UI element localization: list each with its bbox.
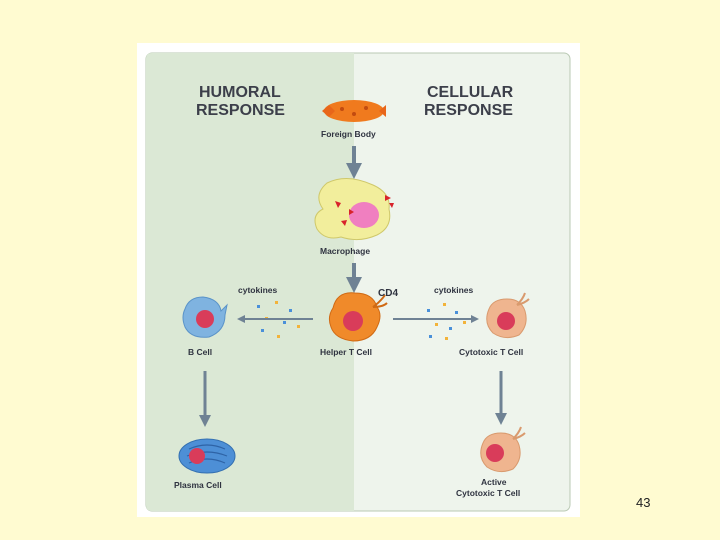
cytotoxic-t-cell-icon <box>486 292 530 339</box>
cellular-header-line1: CELLULAR <box>427 84 514 101</box>
helper-t-cell-icon <box>328 292 388 342</box>
cellular-header-line2: RESPONSE <box>424 102 513 119</box>
macrophage-icon <box>314 178 394 241</box>
humoral-header-line2: RESPONSE <box>196 102 285 119</box>
cytokines-right-label: cytokines <box>434 285 473 295</box>
humoral-panel <box>146 53 354 511</box>
macrophage-label: Macrophage <box>320 246 370 256</box>
plasma-cell-icon <box>178 438 236 474</box>
active-cytotoxic-label-line1: Active <box>481 477 507 487</box>
foreign-body-icon <box>322 100 386 122</box>
page-number: 43 <box>636 495 651 510</box>
b-cell-icon <box>182 296 228 338</box>
cytokines-right-dots <box>427 303 466 340</box>
plasma-cell-label: Plasma Cell <box>174 480 222 490</box>
humoral-header-line1: HUMORAL <box>199 84 281 101</box>
immune-response-diagram: HUMORAL RESPONSE CELLULAR RESPONSE Forei… <box>145 52 571 512</box>
cd4-label: CD4 <box>378 288 398 299</box>
immune-response-figure: HUMORAL RESPONSE CELLULAR RESPONSE Forei… <box>137 43 580 517</box>
cytotoxic-t-cell-label: Cytotoxic T Cell <box>459 347 523 357</box>
cytokines-left-label: cytokines <box>238 285 277 295</box>
foreign-body-label: Foreign Body <box>321 129 376 139</box>
helper-t-cell-label: Helper T Cell <box>320 347 372 357</box>
b-cell-label: B Cell <box>188 347 212 357</box>
active-cytotoxic-label-line2: Cytotoxic T Cell <box>456 488 520 498</box>
active-cytotoxic-t-cell-icon <box>480 426 526 473</box>
